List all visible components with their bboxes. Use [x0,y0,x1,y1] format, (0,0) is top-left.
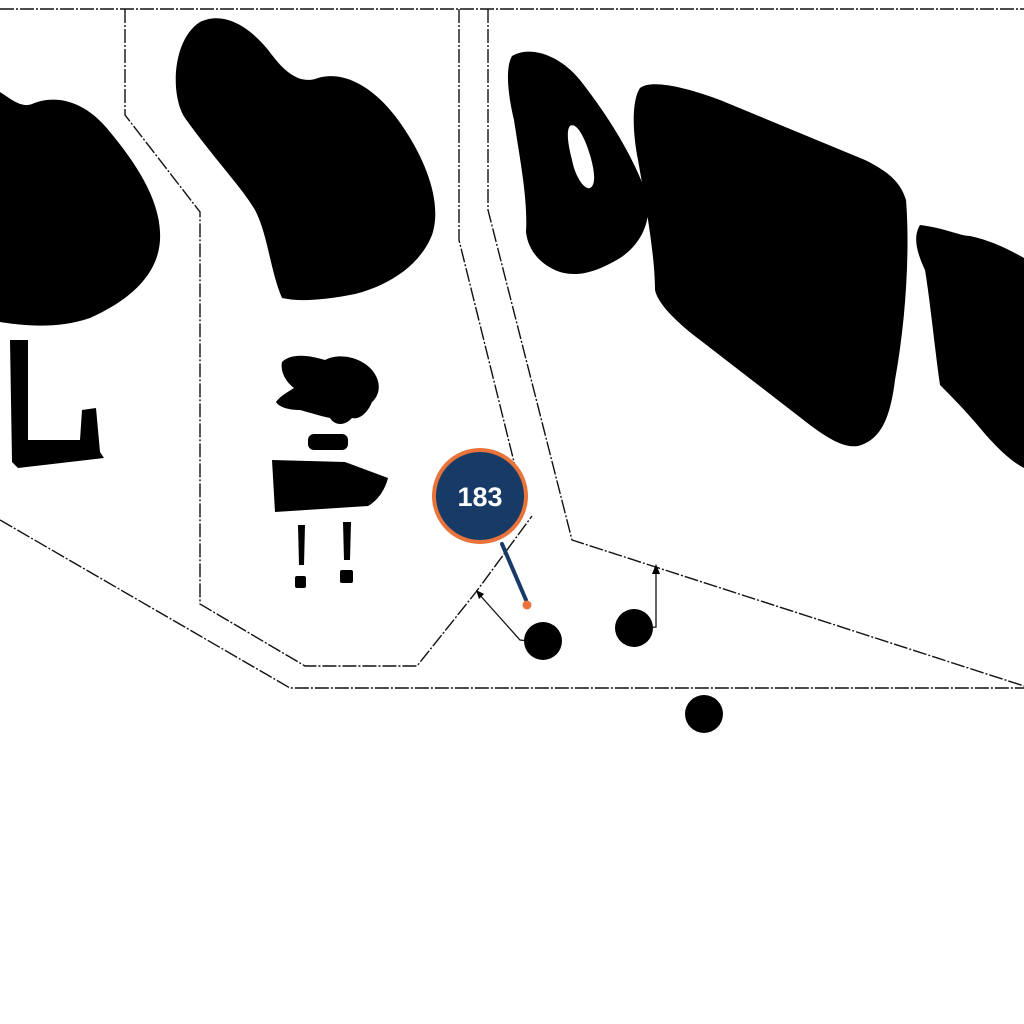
reference-dot-2 [615,609,653,647]
screw-right [343,522,351,560]
screw-left-nut [295,576,306,588]
callout-leader-line [500,542,528,602]
lower-housing-block [272,460,388,512]
spacer-block [308,434,348,450]
tapered-cover-panel [633,84,908,447]
callout-anchor-dot [522,600,532,610]
middle-group-outline [458,9,517,471]
right-group-outline [487,9,1024,687]
gear-cluster [276,355,379,424]
boot-shaped-housing [175,18,436,301]
middle-group-parts [175,18,436,588]
bracket-slot-hole [567,125,595,189]
screw-right-nut [340,570,353,583]
right-group-parts [507,51,1024,468]
l-shaped-bracket [10,340,104,468]
reference-dot-3 [685,695,723,733]
arrow-head-right [652,564,660,574]
right-edge-housing [916,225,1024,468]
lower-left-outline [0,519,1024,689]
callout-183[interactable]: 183 [432,448,532,610]
callout-badge[interactable] [432,448,528,544]
screw-left [298,525,305,565]
left-cutoff-body [0,92,161,326]
callout-number: 183 [457,482,502,512]
reference-dot-1 [524,622,562,660]
arrow-head-left [476,590,484,599]
group-outlines [0,8,1024,689]
left-edge-part [0,92,161,468]
reference-dots [524,609,723,733]
left-group-outline [124,9,533,667]
